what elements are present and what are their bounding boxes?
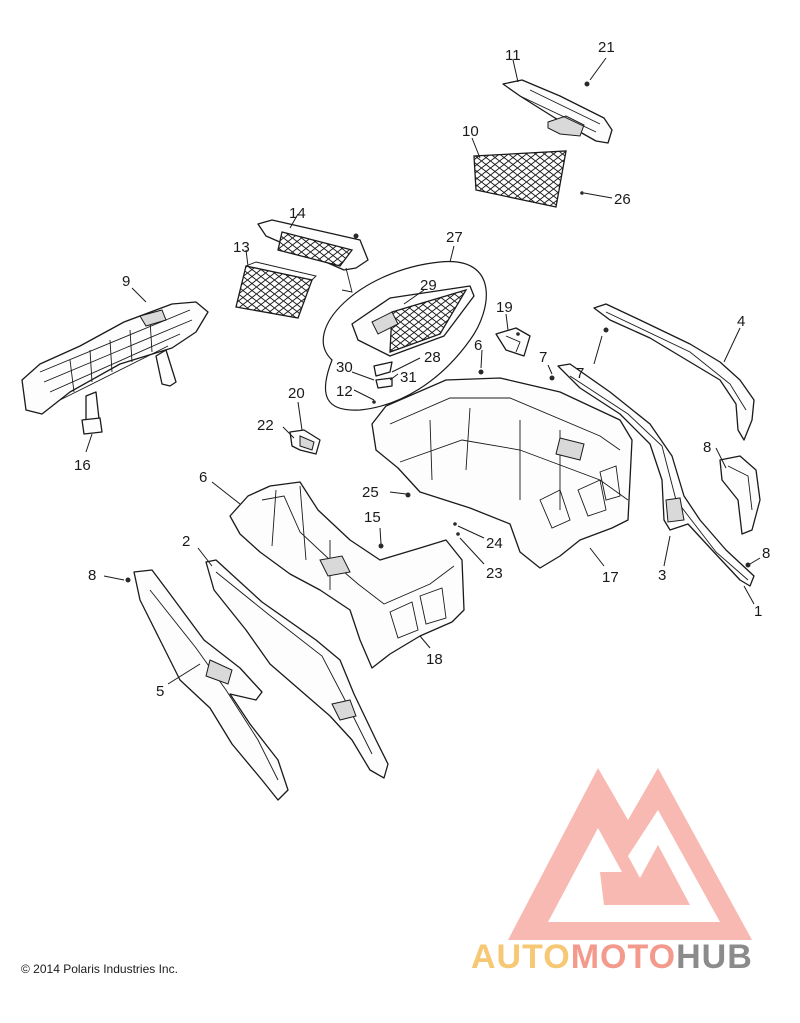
callout-31: 31	[400, 369, 417, 386]
part-17-rear-tub	[371, 377, 633, 569]
callout-7a: 7	[539, 349, 547, 366]
callout-21: 21	[598, 39, 615, 56]
callout-25: 25	[362, 484, 379, 501]
part-8-right-panel	[719, 455, 761, 535]
part-9-dash-frame	[21, 301, 209, 433]
callout-6b: 6	[474, 337, 482, 354]
brand-part-moto: MOTO	[570, 938, 677, 976]
callout-16: 16	[74, 457, 91, 474]
callout-17: 17	[602, 569, 619, 586]
callout-9: 9	[122, 273, 130, 290]
callout-2: 2	[182, 533, 190, 550]
callout-15: 15	[364, 509, 381, 526]
callout-18: 18	[426, 651, 443, 668]
brand-part-auto: AUTO	[471, 938, 571, 976]
part-16-bracket	[81, 417, 103, 435]
part-2-side-rail	[205, 559, 389, 779]
callout-labels: 1 2 3 4 5 6 6 7 7 8 8 8 9 10 11 12 13 14…	[74, 39, 770, 700]
callout-8a: 8	[88, 567, 96, 584]
callout-8b: 8	[762, 545, 770, 562]
callout-13: 13	[233, 239, 250, 256]
part-19-bracket	[495, 327, 531, 357]
part-5-lower-panel	[133, 569, 289, 801]
callout-11: 11	[505, 47, 521, 64]
callout-4: 4	[737, 313, 745, 330]
callout-14: 14	[289, 205, 306, 222]
part-14-upper-mesh	[257, 219, 369, 293]
callout-20: 20	[288, 385, 305, 402]
watermark-brand: AUTOMOTOHUB	[471, 938, 753, 977]
callout-29: 29	[420, 277, 437, 294]
callout-10: 10	[462, 123, 479, 140]
part-27-assembly-group	[322, 261, 487, 411]
part-13-mesh-panel	[235, 261, 317, 319]
part-4-upper-trim	[593, 303, 755, 441]
part-11-rear-trim	[502, 79, 613, 144]
watermark-logo	[508, 768, 752, 940]
callout-26: 26	[614, 191, 631, 208]
part-1-3-right-rail	[557, 363, 755, 587]
callout-8c: 8	[703, 439, 711, 456]
part-18-floor-tub	[229, 481, 465, 669]
callout-24: 24	[486, 535, 503, 552]
part-10-mesh-panel	[473, 150, 567, 208]
callout-19: 19	[496, 299, 513, 316]
callout-22: 22	[257, 417, 274, 434]
callout-1: 1	[754, 603, 762, 620]
callout-12: 12	[336, 383, 353, 400]
callout-23: 23	[486, 565, 503, 582]
callout-3: 3	[658, 567, 666, 584]
callout-7b: 7	[576, 365, 584, 382]
part-20-22-bracket	[289, 429, 321, 455]
callout-27: 27	[446, 229, 463, 246]
leader-lines	[85, 57, 761, 685]
callout-30: 30	[336, 359, 353, 376]
callout-28: 28	[424, 349, 441, 366]
callout-5: 5	[156, 683, 164, 700]
brand-part-hub: HUB	[676, 938, 753, 976]
callout-6a: 6	[199, 469, 207, 486]
copyright-notice: © 2014 Polaris Industries Inc.	[21, 962, 178, 976]
fasteners	[125, 81, 751, 583]
